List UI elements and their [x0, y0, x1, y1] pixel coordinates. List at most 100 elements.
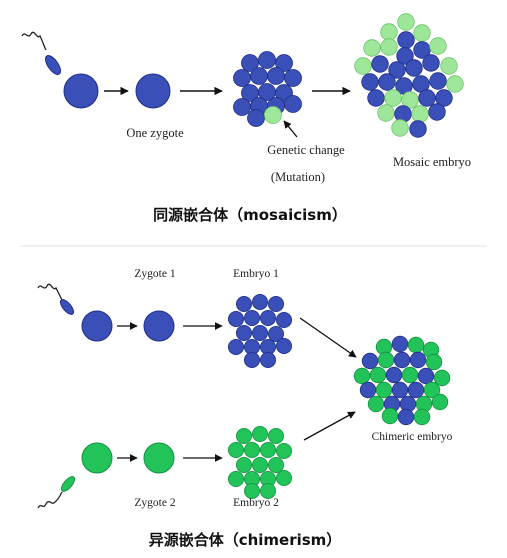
blastomere — [267, 295, 284, 312]
blastomere — [423, 381, 441, 399]
blastomere — [251, 425, 268, 442]
zygote2-cell — [143, 442, 175, 474]
blastomere — [401, 366, 419, 384]
blastomere — [235, 324, 252, 341]
arrow-embryo2-to-chimeric — [303, 411, 356, 441]
zygote2-label: Zygote 2 — [134, 497, 175, 509]
mosaicism-panel: One zygote Genetic change (Mutation) Mos… — [21, 13, 471, 224]
blastomere — [259, 351, 276, 368]
early-embryo-cluster — [233, 51, 302, 127]
blastomere — [247, 109, 265, 127]
blastomere — [275, 469, 292, 486]
blastomere — [284, 95, 302, 113]
blastomere — [369, 366, 387, 384]
zygote1-cell-start — [81, 310, 113, 342]
blastomere — [396, 47, 414, 65]
blastomere — [235, 427, 252, 444]
blastomere — [377, 104, 395, 122]
blastomere — [267, 427, 284, 444]
embryo1-label: Embryo 1 — [233, 268, 279, 280]
blastomere — [391, 381, 409, 399]
blastomere — [259, 441, 276, 458]
blastomere — [418, 89, 436, 107]
sperm-icon-green — [37, 476, 76, 509]
chimerism-caption: 异源嵌合体（chimerism） — [149, 531, 342, 549]
blastomere — [235, 456, 252, 473]
blastomere — [429, 37, 447, 55]
blastomere — [391, 335, 409, 353]
blastomere — [411, 105, 429, 123]
blastomere — [388, 61, 406, 79]
blastomere — [227, 310, 244, 327]
blastomere — [409, 351, 427, 369]
mosaic-embryo-label: Mosaic embryo — [393, 155, 471, 169]
blastomere — [243, 351, 260, 368]
blastomere — [243, 309, 260, 326]
blastomere — [431, 393, 449, 411]
blastomere — [367, 395, 385, 413]
blastomere — [258, 51, 276, 69]
blastomere — [267, 456, 284, 473]
zygote2-cell-start — [81, 442, 113, 474]
blastomere — [243, 441, 260, 458]
mutation-label-line1: Genetic change — [267, 143, 345, 157]
blastomere — [354, 57, 372, 75]
blastomere — [381, 407, 399, 425]
embryo1-cluster — [227, 293, 292, 368]
blastomere — [235, 295, 252, 312]
blastomere — [375, 381, 393, 399]
blastomere — [267, 67, 285, 85]
blastomere — [250, 67, 268, 85]
blastomere — [251, 324, 268, 341]
zygote-label: One zygote — [126, 126, 184, 140]
blastomere — [405, 59, 423, 77]
blastomere — [251, 456, 268, 473]
blastomere — [428, 103, 446, 121]
mosaicism-caption: 同源嵌合体（mosaicism） — [153, 206, 347, 224]
blastomere — [359, 381, 377, 399]
embryo2-label: Embryo 2 — [233, 497, 279, 509]
blastomere — [417, 367, 435, 385]
blastomere — [397, 13, 415, 31]
blastomere — [241, 54, 259, 72]
blastomere — [275, 442, 292, 459]
blastomere — [435, 89, 453, 107]
blastomere — [384, 89, 402, 107]
blastomere — [401, 91, 419, 109]
blastomere — [377, 351, 395, 369]
blastomere — [371, 55, 389, 73]
blastomere — [409, 120, 427, 138]
chimeric-embryo-cluster — [353, 335, 451, 426]
blastomere — [361, 352, 379, 370]
sperm-icon-top — [21, 31, 62, 75]
blastomere — [397, 31, 415, 49]
blastomere — [433, 369, 451, 387]
blastomere — [259, 482, 276, 499]
blastomere — [243, 482, 260, 499]
blastomere — [413, 24, 431, 42]
blastomere — [429, 72, 447, 90]
blastomere — [440, 57, 458, 75]
chimeric-embryo-label: Chimeric embryo — [372, 431, 453, 443]
blastomere — [284, 69, 302, 87]
blastomere — [378, 73, 396, 91]
blastomere — [275, 54, 293, 72]
blastomere — [259, 309, 276, 326]
mutation-pointer-arrow — [283, 120, 298, 138]
embryo2-cluster — [227, 425, 292, 499]
blastomere — [446, 75, 464, 93]
blastomere — [361, 73, 379, 91]
blastomere — [353, 367, 371, 385]
sperm-icon-blue — [37, 283, 75, 315]
blastomere — [385, 366, 403, 384]
blastomere — [397, 408, 415, 426]
blastomere — [227, 441, 244, 458]
zygote-cell-start — [63, 73, 99, 109]
blastomere — [264, 106, 282, 124]
blastomere — [422, 54, 440, 72]
zygote1-label: Zygote 1 — [134, 268, 175, 280]
blastomere — [367, 89, 385, 107]
blastomere — [275, 311, 292, 328]
mutation-label-line2: (Mutation) — [271, 170, 325, 184]
